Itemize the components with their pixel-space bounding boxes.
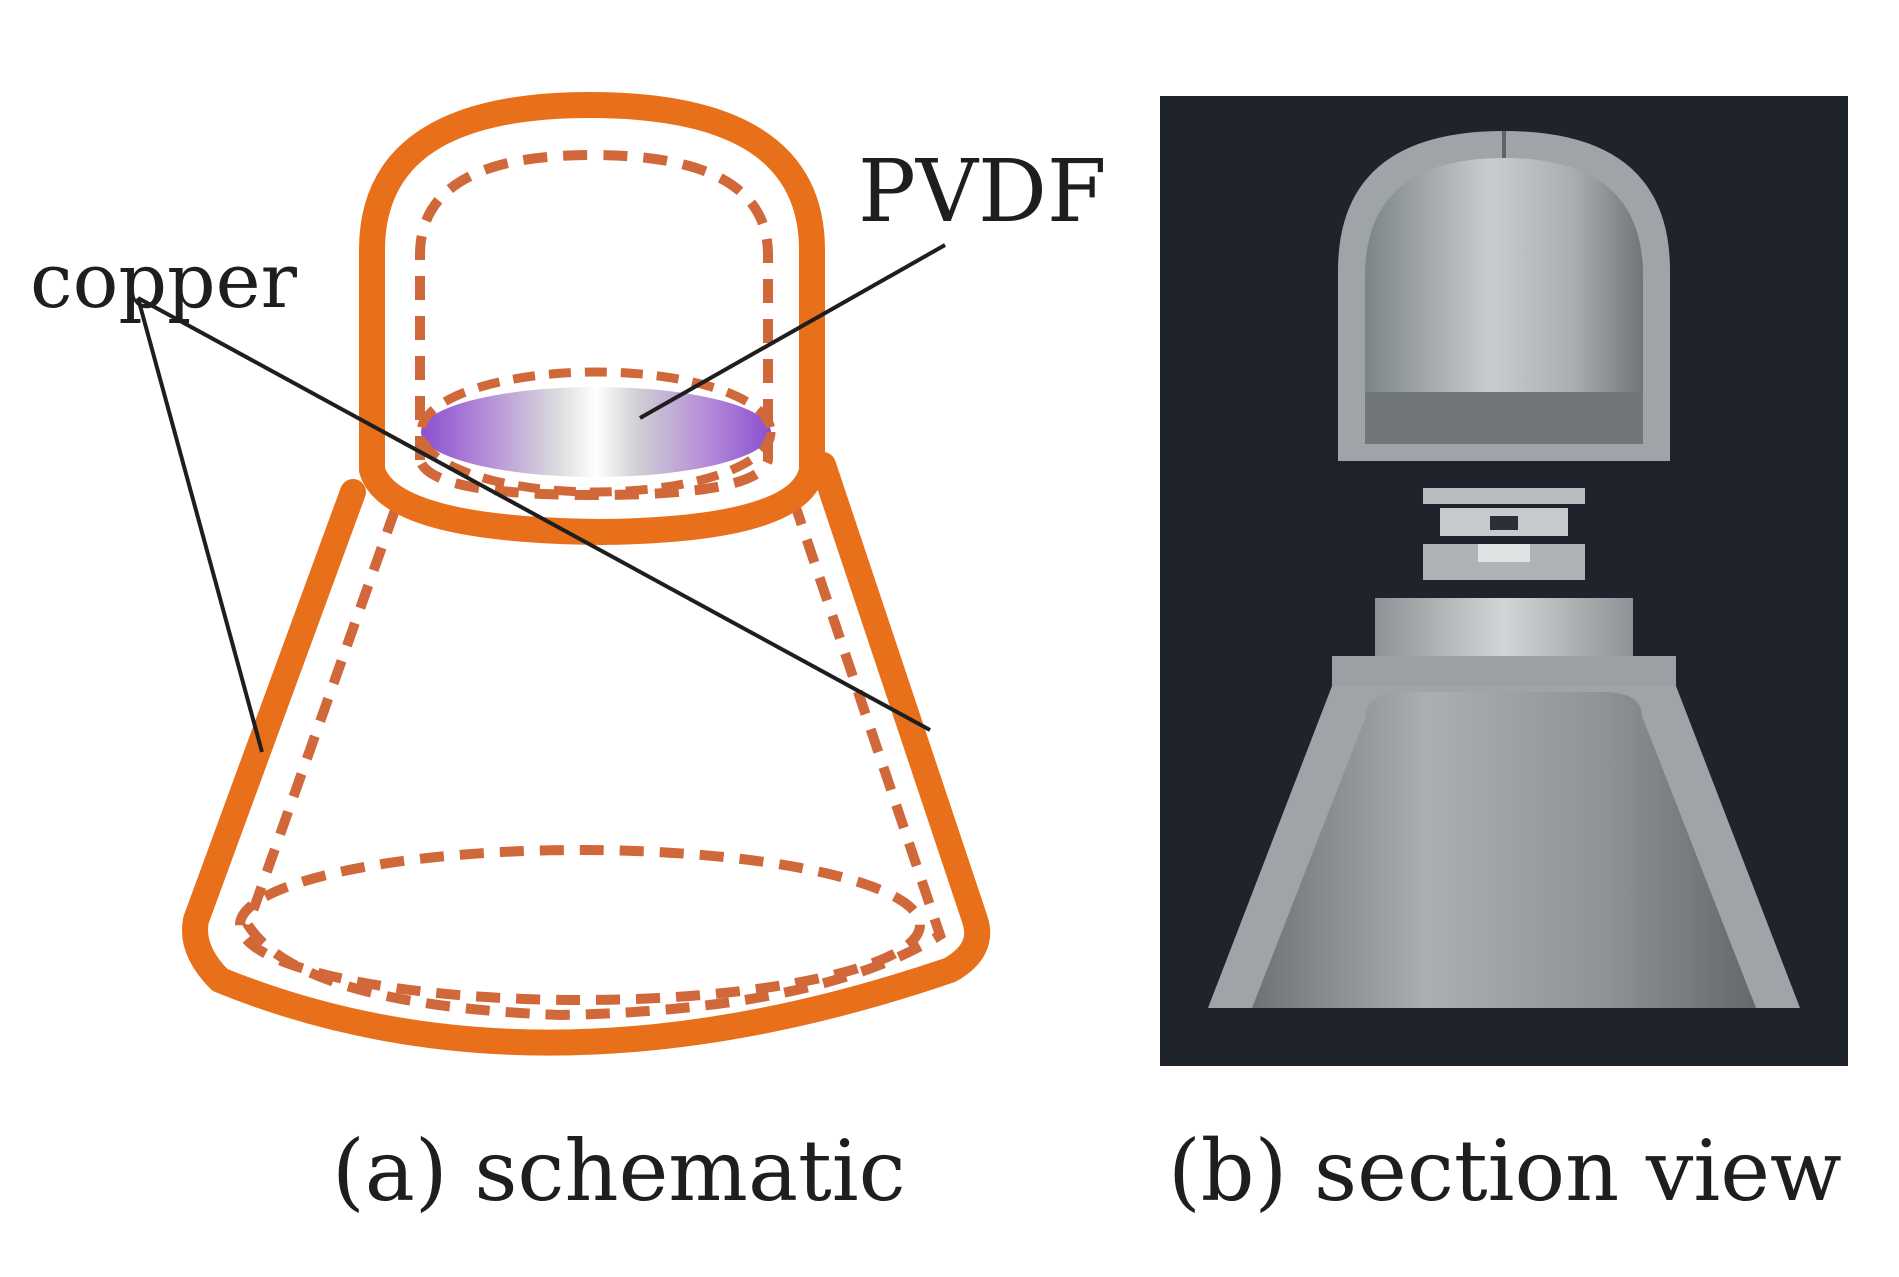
- section-view-drawing: [1208, 131, 1800, 1008]
- schematic-panel: [136, 92, 991, 1056]
- copper-leader-line-right: [137, 296, 931, 732]
- pvdf-leader-line: [639, 243, 946, 420]
- caption-schematic: (a) schematic: [332, 1122, 906, 1220]
- copper-label: copper: [30, 236, 297, 325]
- copper-leader-line-left: [136, 297, 264, 753]
- section-cone-inner: [1252, 692, 1756, 1008]
- copper-cone-outer: [182, 452, 991, 1056]
- copper-dome-outer: [359, 92, 825, 545]
- copper-cone-inner-dashed: [242, 488, 947, 1021]
- section-dome-band: [1365, 392, 1643, 444]
- pvdf-label: PVDF: [858, 142, 1107, 242]
- section-plate-top: [1423, 488, 1585, 504]
- section-dome-inner: [1365, 158, 1643, 396]
- caption-section-view: (b) section view: [1168, 1122, 1842, 1220]
- cone-base-ellipse-dashed: [235, 845, 925, 1005]
- section-view-panel: [1160, 96, 1848, 1066]
- section-plate-mid-notch: [1490, 516, 1518, 530]
- pvdf-disc: [421, 387, 771, 477]
- copper-dome-inner-dashed: [415, 149, 773, 501]
- section-plate-lower-notch: [1478, 544, 1530, 562]
